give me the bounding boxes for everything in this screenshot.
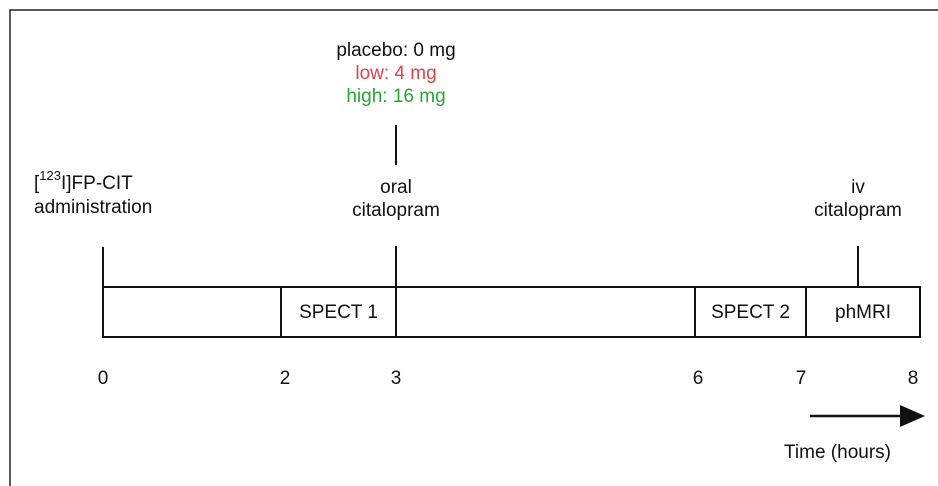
tick-2: 2 [279, 368, 291, 389]
segment-phmri: phMRI [835, 302, 891, 323]
dose-placebo: placebo: 0 mg [336, 40, 456, 61]
iv-citalopram-label: iv citalopram [814, 177, 902, 221]
oral-citalopram-label: oral citalopram [352, 177, 440, 221]
tick-0: 0 [97, 368, 109, 389]
segment-spect1: SPECT 1 [299, 302, 378, 323]
time-axis-label: Time (hours) [784, 442, 891, 463]
dose-high: high: 16 mg [346, 86, 446, 107]
tick-3: 3 [390, 368, 402, 389]
tick-8: 8 [907, 368, 919, 389]
fpcit-label: [123I]FP-CIT administration [34, 168, 153, 218]
tick-6: 6 [692, 368, 704, 389]
timeline-bar [102, 286, 921, 338]
segment-spect2: SPECT 2 [711, 302, 790, 323]
dose-low: low: 4 mg [355, 63, 437, 84]
tick-7: 7 [795, 368, 807, 389]
figure-frame [9, 9, 938, 486]
dose-list: placebo: 0 mg low: 4 mg high: 16 mg [306, 39, 486, 108]
time-arrow-head [900, 405, 925, 427]
